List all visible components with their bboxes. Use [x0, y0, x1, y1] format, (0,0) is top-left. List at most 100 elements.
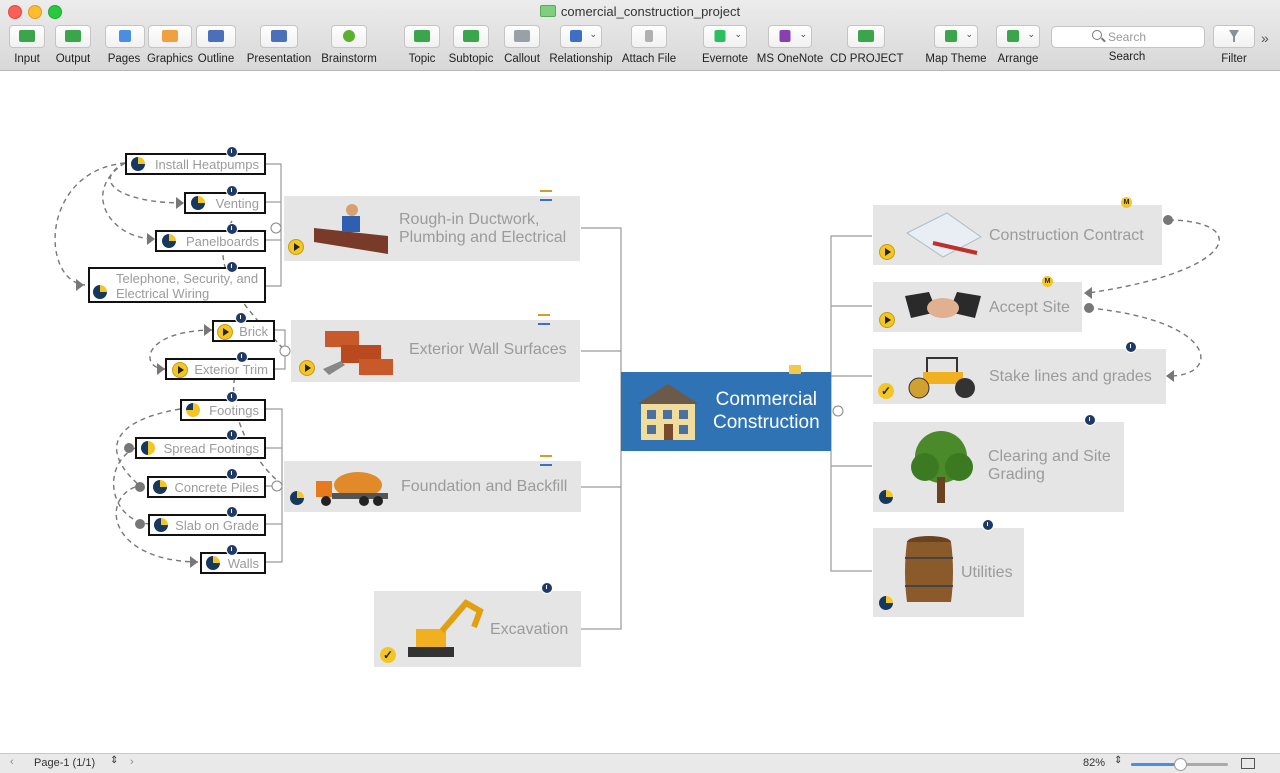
graphics-button[interactable]: Graphics [146, 25, 194, 69]
minimize-window-button[interactable] [28, 5, 42, 19]
next-page-icon[interactable]: › [130, 756, 134, 768]
brainstorm-button[interactable]: Brainstorm [320, 25, 378, 69]
clock-icon[interactable] [226, 146, 238, 158]
relationship-label: Relationship [549, 53, 613, 65]
clock-icon[interactable] [236, 351, 248, 363]
bricks-icon [323, 331, 393, 375]
subtopic-venting[interactable]: Venting [184, 192, 266, 214]
relationship-icon [570, 30, 583, 42]
status-bar: ‹ Page-1 (1/1) ⇕ › 82% ⇕ [0, 753, 1280, 773]
zoom-slider[interactable] [1131, 758, 1228, 771]
central-topic-label: Commercial Construction [713, 388, 820, 434]
relationship-button[interactable]: ⌄ Relationship [549, 25, 613, 69]
window-title: comercial_construction_project [0, 4, 1280, 19]
page-indicator[interactable]: Page-1 (1/1) [34, 757, 96, 769]
search-input[interactable]: Search [1051, 26, 1205, 48]
attach-file-label: Attach File [621, 53, 677, 65]
milestone-icon: M [1121, 197, 1132, 208]
topic-stake-lines[interactable]: ✓ Stake lines and grades [873, 341, 1166, 404]
notes-icon[interactable] [540, 190, 552, 201]
folder-icon[interactable] [789, 365, 801, 374]
notes-icon[interactable] [540, 455, 552, 466]
zoom-slider-thumb[interactable] [1173, 758, 1187, 771]
play-icon[interactable] [879, 312, 895, 328]
notes-icon[interactable] [538, 314, 550, 325]
subtopic-panelboards[interactable]: Panelboards [155, 230, 266, 252]
clock-icon[interactable] [1125, 341, 1137, 353]
topic-utilities-label: Utilities [961, 564, 1013, 581]
clock-icon[interactable] [226, 223, 238, 235]
subtopic-concrete-piles[interactable]: Concrete Piles [147, 476, 266, 498]
subtopic-install-heatpumps[interactable]: Install Heatpumps [125, 153, 266, 175]
play-icon[interactable] [299, 360, 315, 376]
topic-button[interactable]: Topic [402, 25, 442, 69]
fit-page-icon[interactable] [1241, 758, 1255, 769]
page-stepper-icon[interactable]: ⇕ [110, 755, 119, 766]
telephone-wiring-label: Telephone, Security, and Electrical Wiri… [116, 271, 258, 301]
clock-icon[interactable] [235, 312, 247, 324]
topic-clearing[interactable]: Clearing and Site Grading [873, 414, 1124, 512]
pages-button[interactable]: Pages [105, 25, 145, 69]
clock-icon[interactable] [226, 544, 238, 556]
play-icon[interactable] [879, 244, 895, 260]
search-icon [1092, 30, 1102, 40]
tree-icon [911, 431, 973, 503]
arrange-button[interactable]: ⌄ Arrange [996, 25, 1040, 69]
clock-icon[interactable] [1084, 414, 1096, 426]
outline-button[interactable]: Outline [196, 25, 236, 69]
evernote-icon [714, 30, 726, 42]
play-icon[interactable] [288, 239, 304, 255]
topic-foundation[interactable]: Foundation and Backfill [284, 455, 581, 512]
input-button[interactable]: Input [8, 25, 46, 69]
evernote-button[interactable]: ⌄ Evernote [702, 25, 748, 69]
topic-exterior-wall[interactable]: Exterior Wall Surfaces [291, 314, 580, 382]
ms-onenote-button[interactable]: ⌄ MS OneNote [756, 25, 824, 69]
window-toolbar: comercial_construction_project Input Out… [0, 0, 1280, 71]
close-window-button[interactable] [8, 5, 22, 19]
presentation-button[interactable]: Presentation [246, 25, 312, 69]
clock-icon[interactable] [226, 429, 238, 441]
clock-icon[interactable] [226, 261, 238, 273]
attach-file-button[interactable]: Attach File [620, 25, 678, 69]
subtopic-exterior-trim[interactable]: Exterior Trim [165, 358, 275, 380]
clock-icon[interactable] [541, 582, 553, 594]
previous-page-icon[interactable]: ‹ [10, 756, 14, 768]
play-icon[interactable] [172, 362, 188, 378]
filter-button[interactable]: Filter [1212, 25, 1256, 69]
subtopic-telephone-wiring[interactable]: Telephone, Security, and Electrical Wiri… [88, 267, 266, 303]
callout-label: Callout [504, 53, 540, 65]
clock-icon[interactable] [226, 391, 238, 403]
topic-accept-site-label: Accept Site [989, 299, 1070, 316]
clock-icon[interactable] [226, 468, 238, 480]
toolbar-overflow-icon[interactable]: » [1261, 30, 1269, 46]
callout-button[interactable]: Callout [501, 25, 543, 69]
maximize-window-button[interactable] [48, 5, 62, 19]
zoom-level[interactable]: 82% [1083, 757, 1106, 769]
subtopic-button[interactable]: Subtopic [448, 25, 494, 69]
clock-icon[interactable] [226, 506, 238, 518]
cd-project-button[interactable]: CD PROJECT [830, 25, 903, 69]
progress-pie-icon [879, 596, 893, 610]
map-theme-button[interactable]: ⌄ Map Theme [924, 25, 988, 69]
mindmap-canvas[interactable]: Commercial Construction Rough-in Ductwor… [0, 71, 1280, 753]
output-button[interactable]: Output [53, 25, 93, 69]
barrel-icon [905, 536, 953, 602]
subtopic-spread-footings[interactable]: Spread Footings [135, 437, 266, 459]
topic-excavation[interactable]: ✓ Excavation [374, 582, 581, 667]
subtopic-slab-on-grade[interactable]: Slab on Grade [148, 514, 266, 536]
play-icon[interactable] [217, 324, 233, 340]
branch-rough-in [581, 227, 622, 411]
zoom-stepper-icon[interactable]: ⇕ [1114, 755, 1123, 766]
subtopic-footings[interactable]: Footings [180, 399, 266, 421]
topic-accept-site[interactable]: Accept Site M [873, 276, 1082, 332]
progress-pie-icon [191, 196, 205, 210]
subtopic-brick[interactable]: Brick [212, 320, 275, 342]
clock-icon[interactable] [982, 519, 994, 531]
topic-construction-contract[interactable]: Construction Contract M [873, 197, 1162, 265]
topic-utilities[interactable]: Utilities [873, 519, 1024, 617]
clock-icon[interactable] [226, 185, 238, 197]
subtopic-walls[interactable]: Walls [200, 552, 266, 574]
topic-rough-in[interactable]: Rough-in Ductwork, Plumbing and Electric… [284, 190, 580, 261]
worker-icon [314, 204, 388, 254]
central-topic[interactable]: Commercial Construction [621, 372, 831, 451]
